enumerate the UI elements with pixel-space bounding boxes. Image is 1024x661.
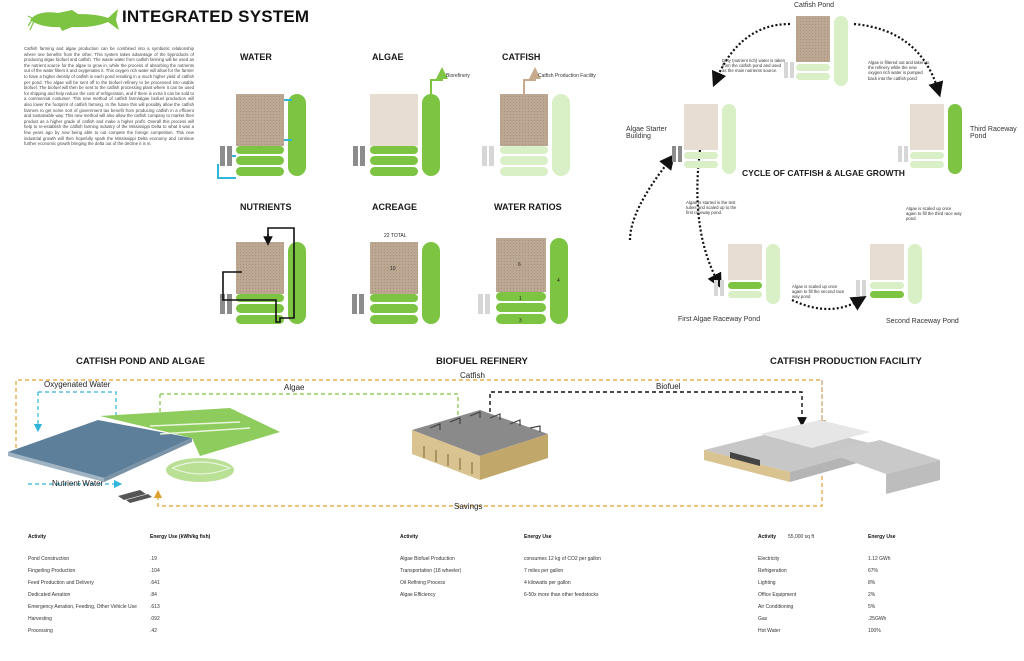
panel-title-acreage: ACREAGE bbox=[372, 202, 418, 212]
cycle-note-started: Algae is started in the test tubes and s… bbox=[686, 200, 737, 216]
table-cell: 67% bbox=[868, 568, 879, 574]
biorefinery-label: Biorefinery bbox=[446, 73, 470, 79]
table-cell: .25GWh bbox=[868, 616, 887, 622]
table-row: Harvesting bbox=[28, 616, 52, 622]
cycle-title: CYCLE OF CATFISH & ALGAE GROWTH bbox=[742, 168, 905, 178]
table-row: Air Conditioning bbox=[758, 604, 794, 610]
cycle-third-pond-label: Third Raceway Pond bbox=[970, 126, 1017, 140]
panel-title-water: WATER bbox=[240, 52, 272, 62]
table-cell: .104 bbox=[150, 568, 160, 574]
cycle-catfish-pond-label: Catfish Pond bbox=[794, 2, 835, 9]
acreage-panel-diagram bbox=[352, 242, 440, 324]
catfish-pond-illustration bbox=[8, 408, 280, 503]
table-row: Algae Biofuel Production bbox=[400, 556, 455, 562]
cycle-note-scaled-third: Algae is scaled up once again to fill th… bbox=[906, 206, 962, 222]
table-cell: .613 bbox=[150, 604, 160, 610]
table-row: Fingerling Production bbox=[28, 568, 76, 574]
table-cell: .42 bbox=[150, 628, 157, 634]
facility-table-header-size: 55,000 sq ft bbox=[788, 534, 815, 540]
catfish-facility-label: Catfish Production Facility bbox=[538, 73, 596, 79]
table-cell: 4 kilowatts per gallon bbox=[524, 580, 571, 586]
table-cell: .84 bbox=[150, 592, 157, 598]
table-row: Hot Water bbox=[758, 628, 781, 634]
catfish-panel-diagram bbox=[482, 67, 570, 176]
table-cell: 1.12 GWh bbox=[868, 556, 891, 562]
table-cell: 5% bbox=[868, 604, 876, 610]
section-title-facility: CATFISH PRODUCTION FACILITY bbox=[770, 356, 922, 367]
flow-label-nutrient-water: Nutrient Water bbox=[52, 479, 104, 488]
acreage-total-label: 22 TOTAL bbox=[384, 233, 407, 239]
table-row: Lighting bbox=[758, 580, 776, 586]
panel-title-water-ratios: WATER RATIOS bbox=[494, 202, 562, 212]
algae-panel-diagram bbox=[353, 67, 448, 176]
facility-illustration bbox=[704, 420, 940, 494]
refinery-illustration bbox=[412, 410, 548, 480]
ratio-pond-value: 6 bbox=[518, 262, 521, 268]
flow-label-savings: Savings bbox=[454, 502, 483, 511]
water-panel-diagram bbox=[217, 94, 306, 179]
biofuel-table-header-energy: Energy Use bbox=[524, 534, 552, 540]
flow-label-algae: Algae bbox=[284, 383, 305, 392]
ratio-raceway-value: 4 bbox=[557, 278, 560, 284]
biofuel-table-header-activity: Activity bbox=[400, 534, 419, 540]
table-row: Refrigeration bbox=[758, 568, 787, 574]
catfish-table-header-energy: Energy Use (kWh/kg fish) bbox=[150, 534, 211, 540]
ratio-second-value: 3 bbox=[519, 318, 522, 324]
table-cell: 100% bbox=[868, 628, 881, 634]
cycle-diagram bbox=[628, 16, 962, 311]
table-row: Algae Efficiency bbox=[400, 592, 436, 598]
table-cell: .092 bbox=[150, 616, 160, 622]
system-diagrams: Biorefinery Catfish Production Facility … bbox=[217, 67, 596, 324]
table-row: Dedicated Aeration bbox=[28, 592, 71, 598]
table-cell: 8% bbox=[868, 580, 876, 586]
table-cell: .19 bbox=[150, 556, 157, 562]
page-title: INTEGRATED SYSTEM bbox=[122, 7, 310, 26]
table-row: Processing bbox=[28, 628, 53, 634]
table-row: Pond Construction bbox=[28, 556, 70, 562]
facility-table-header-energy: Energy Use bbox=[868, 534, 896, 540]
table-row: Feed Production and Delivery bbox=[28, 580, 94, 586]
section-title-refinery: BIOFUEL REFINERY bbox=[436, 356, 528, 367]
table-cell: 2% bbox=[868, 592, 876, 598]
table-cell: consumes 12 kg of CO2 per gallon bbox=[524, 556, 601, 562]
cycle-first-pond-label: First Algae Raceway Pond bbox=[678, 316, 761, 323]
catfish-table-header-activity: Activity bbox=[28, 534, 47, 540]
flow-diagram bbox=[8, 379, 940, 507]
water-ratios-panel-diagram bbox=[478, 238, 568, 324]
flow-label-biofuel: Biofuel bbox=[656, 382, 681, 391]
cycle-note-filtered: Algae is filtered out and taken to the r… bbox=[868, 60, 930, 81]
facility-table-header-activity: Activity bbox=[758, 534, 777, 540]
catfish-logo-icon bbox=[28, 9, 119, 31]
cycle-note-scaled-second: Algae is scaled up once again to fill th… bbox=[792, 284, 845, 300]
acreage-pond-value: 10 bbox=[390, 266, 396, 272]
cycle-second-pond-label: Second Raceway Pond bbox=[886, 318, 959, 325]
table-cell: .641 bbox=[150, 580, 160, 586]
panel-title-nutrients: NUTRIENTS bbox=[240, 202, 292, 212]
cycle-algae-starter-label: Algae Starter Building bbox=[626, 126, 667, 140]
table-row: Oil Refining Process bbox=[400, 580, 446, 586]
table-row: Office Equipment bbox=[758, 592, 797, 598]
cycle-note-dirty-water: Dirty (nutrient rich) water is taken fro… bbox=[722, 58, 786, 74]
table-cell: 7 miles per gallon bbox=[524, 568, 564, 574]
table-row: Transportation (18 wheeler) bbox=[400, 568, 462, 574]
flow-label-oxygenated-water: Oxygenated Water bbox=[44, 380, 111, 389]
table-cell: 6-50x more than other feedstocks bbox=[524, 592, 599, 598]
flow-label-catfish: Catfish bbox=[460, 371, 485, 380]
ratio-first-value: 1 bbox=[519, 296, 522, 302]
panel-title-catfish: CATFISH bbox=[502, 52, 541, 62]
section-title-pond: CATFISH POND AND ALGAE bbox=[76, 356, 205, 367]
table-row: Electricity bbox=[758, 556, 780, 562]
table-row: Emergency Aeration, Feeding, Other Vehic… bbox=[28, 604, 137, 610]
table-row: Gas bbox=[758, 616, 768, 622]
panel-title-algae: ALGAE bbox=[372, 52, 404, 62]
intro-paragraph: Catfish farming and algae production can… bbox=[24, 46, 194, 147]
nutrients-panel-diagram bbox=[220, 227, 306, 324]
